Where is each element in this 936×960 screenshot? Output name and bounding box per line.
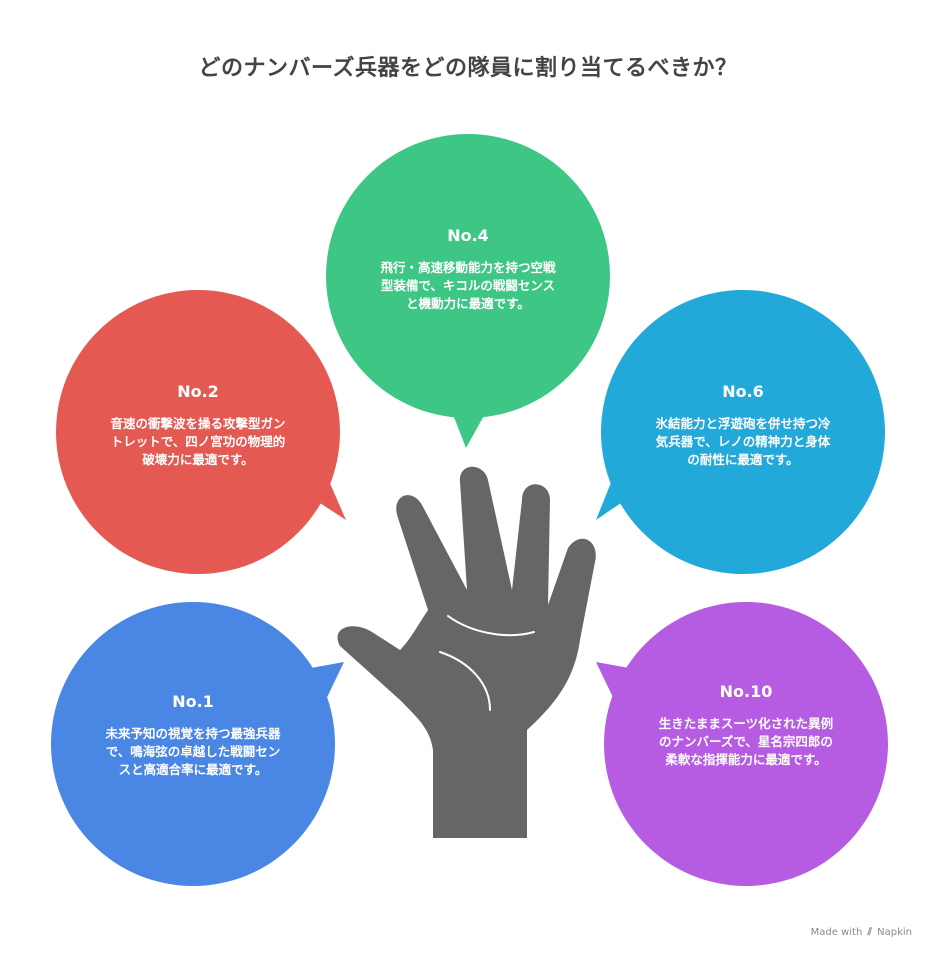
page-title: どのナンバーズ兵器をどの隊員に割り当てるべきか？ <box>198 56 738 81</box>
hand-icon <box>337 466 596 838</box>
footer-attribution: Made with ⫽ Napkin <box>811 927 912 938</box>
footer-brand: Napkin <box>877 927 912 938</box>
bubble-no1 <box>51 602 344 886</box>
bubble-no10-text: No.10 生きたままスーツ化された異例のナンバーズで、星名宗四郎の柔軟な指揮能… <box>656 682 836 769</box>
footer-made-with: Made with <box>810 927 863 938</box>
bubble-no4-label: No.4 <box>447 226 489 245</box>
bubble-no4-text: No.4 飛行・高速移動能力を持つ空戦型装備で、キコルの戦闘センスと機動力に最適… <box>378 226 558 313</box>
bubble-no2-label: No.2 <box>177 382 219 401</box>
bubble-no1-text: No.1 未来予知の視覚を持つ最強兵器で、鳴海弦の卓越した戦闘センスと高適合率に… <box>103 692 283 779</box>
bubble-no10-body: 生きたままスーツ化された異例のナンバーズで、星名宗四郎の柔軟な指揮能力に最適です… <box>658 716 834 767</box>
bubble-no2-body: 音速の衝撃波を操る攻撃型ガントレットで、四ノ宮功の物理的破壊力に最適です。 <box>110 416 286 467</box>
bubble-no2 <box>56 290 346 574</box>
bubble-no10 <box>596 602 888 886</box>
bubble-no2-text: No.2 音速の衝撃波を操る攻撃型ガントレットで、四ノ宮功の物理的破壊力に最適で… <box>108 382 288 469</box>
bubble-no1-body: 未来予知の視覚を持つ最強兵器で、鳴海弦の卓越した戦闘センスと高適合率に最適です。 <box>105 726 281 777</box>
bubble-no6-body: 氷結能力と浮遊砲を併せ持つ冷気兵器で、レノの精神力と身体の耐性に最適です。 <box>655 416 831 467</box>
bubble-no6 <box>596 290 885 574</box>
bubble-no10-label: No.10 <box>719 682 773 701</box>
bubble-no6-label: No.6 <box>722 382 764 401</box>
bubble-no4 <box>326 134 610 448</box>
napkin-logo-icon: ⫽ <box>867 927 872 938</box>
bubble-no4-body: 飛行・高速移動能力を持つ空戦型装備で、キコルの戦闘センスと機動力に最適です。 <box>380 260 556 311</box>
bubble-no1-label: No.1 <box>172 692 214 711</box>
bubble-no6-text: No.6 氷結能力と浮遊砲を併せ持つ冷気兵器で、レノの精神力と身体の耐性に最適で… <box>653 382 833 469</box>
